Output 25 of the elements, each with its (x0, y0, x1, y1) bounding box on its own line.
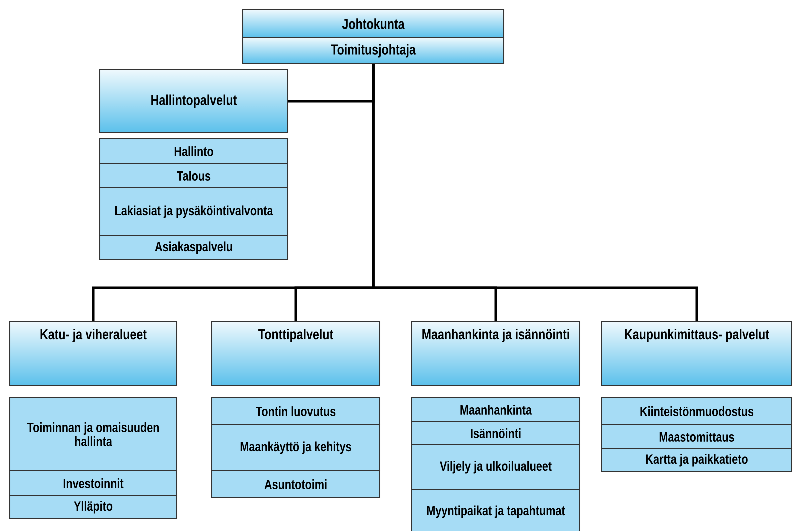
item-box: Talous (100, 164, 288, 188)
item-box: Hallinto (100, 138, 288, 164)
unit-box: Tonttipalvelut (212, 322, 380, 386)
item-box: Ylläpito (10, 496, 178, 520)
item-box: Kiinteistönmuodostus (602, 398, 792, 426)
header-box: Toimitusjohtaja (242, 38, 504, 64)
item-box: Investoinnit (10, 470, 178, 496)
connector-line (372, 64, 698, 322)
unit-box: Katu- ja viheralueet (10, 322, 178, 386)
item-box: Viljely ja ulkoilualueet (412, 444, 580, 490)
item-box: Maanhankinta (412, 398, 580, 422)
item-box: Maankäyttö ja kehitys (212, 424, 380, 472)
item-box: Tontin luovutus (212, 398, 380, 426)
item-box: Myyntipaikat ja tapahtumat (412, 490, 580, 531)
item-box: Kartta ja paikkatieto (602, 448, 792, 472)
header-box: Hallintopalvelut (100, 70, 288, 134)
node-label: Myyntipaikat ja tapahtumat (427, 506, 566, 518)
item-box: Asuntotoimi (212, 470, 380, 498)
unit-box: Kaupunkimittaus- palvelut (602, 322, 792, 386)
item-box: Maastomittaus (602, 424, 792, 450)
item-box: Asiakaspalvelu (100, 236, 288, 260)
item-box: Lakiasiat ja pysäköintivalvonta (100, 188, 288, 236)
unit-box: Maanhankinta ja isännöinti (412, 322, 580, 386)
item-box: Isännöinti (412, 422, 580, 446)
header-box: Johtokunta (242, 10, 504, 38)
